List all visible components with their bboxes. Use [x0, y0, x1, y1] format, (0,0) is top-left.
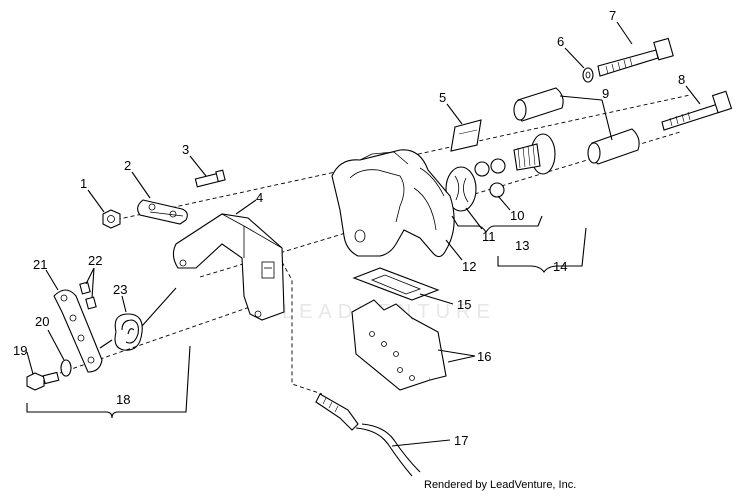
callout-10: 10	[510, 208, 524, 223]
part-19-bolt	[26, 371, 60, 391]
callout-5: 5	[439, 90, 446, 105]
part-9-bushings	[513, 87, 640, 165]
callout-labels: 1 2 3 4 5 6 7 8 9 10 11 12 13 14 15 16 1…	[13, 8, 685, 448]
callout-17: 17	[454, 433, 468, 448]
part-12-caliper-body	[331, 149, 455, 258]
part-15-shim	[352, 267, 440, 301]
part-11-cam-disc	[445, 166, 477, 212]
part-7-long-bolt	[597, 37, 674, 77]
part-21-lever-plate	[53, 289, 103, 373]
part-20-washer	[60, 359, 72, 377]
part-5-plate	[450, 119, 482, 152]
callout-3: 3	[182, 142, 189, 157]
part-10-balls	[474, 158, 506, 198]
callout-19: 19	[13, 343, 27, 358]
part-23-spring	[99, 287, 177, 351]
callout-20: 20	[35, 314, 49, 329]
callout-23: 23	[113, 282, 127, 297]
part-2-clevis	[137, 199, 188, 225]
leader-lines	[26, 21, 701, 447]
callout-16: 16	[477, 349, 491, 364]
part-8-bolt	[661, 90, 733, 131]
callout-4: 4	[256, 190, 263, 205]
callout-7: 7	[609, 8, 616, 23]
part-3-bolt	[194, 169, 226, 188]
part-16-brake-pads	[351, 299, 447, 391]
callout-11: 11	[482, 229, 496, 244]
callout-22: 22	[88, 253, 102, 268]
callout-6: 6	[557, 34, 564, 49]
part-6-washer	[582, 67, 594, 83]
part-1-nut	[102, 209, 121, 229]
part-17-cable	[315, 393, 421, 477]
callout-14: 14	[553, 259, 567, 274]
part-22-pins	[79, 281, 97, 310]
callout-12: 12	[462, 259, 476, 274]
part-13-actuator-shaft	[513, 133, 556, 175]
callout-1: 1	[80, 176, 87, 191]
callout-8: 8	[678, 72, 685, 87]
callout-13: 13	[515, 238, 529, 253]
callout-2: 2	[124, 158, 131, 173]
part-4-bracket	[172, 213, 285, 321]
callout-9: 9	[602, 86, 609, 101]
callout-21: 21	[33, 257, 47, 272]
callout-18: 18	[116, 392, 130, 407]
group-brackets	[26, 215, 587, 419]
footer-credit: Rendered by LeadVenture, Inc.	[424, 479, 576, 491]
callout-15: 15	[457, 297, 471, 312]
